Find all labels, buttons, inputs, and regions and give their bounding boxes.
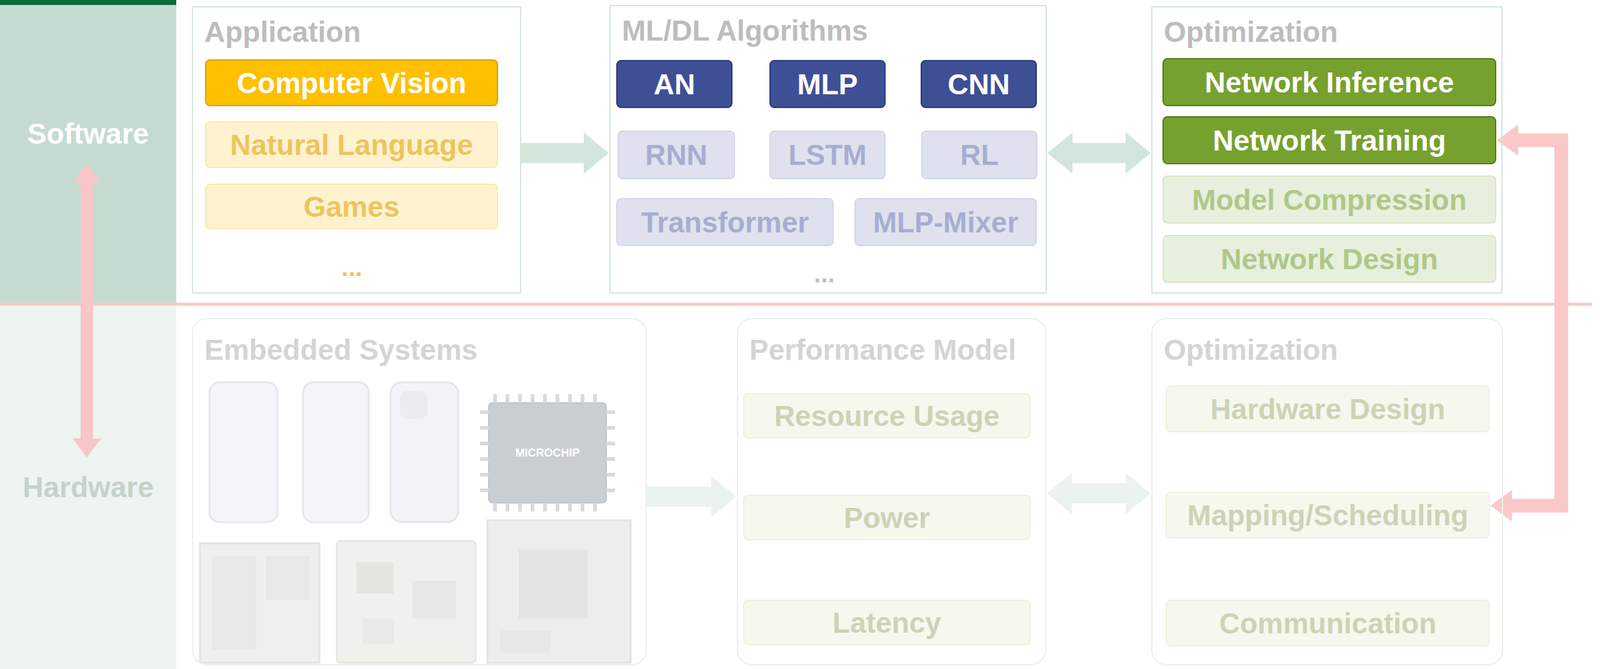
box-label: Network Design: [1220, 243, 1439, 275]
camera-block: [400, 391, 428, 419]
box-label: Network Inference: [1205, 66, 1455, 99]
box-label: MLP-Mixer: [873, 206, 1019, 239]
panel-title: Performance Model: [749, 334, 1017, 366]
flow-arrow: [521, 143, 585, 164]
flow-arrow: [1071, 143, 1127, 164]
process-box: Latency: [743, 600, 1031, 646]
process-box: MLP: [769, 60, 886, 109]
group-panel: Computer VisionNatural LanguageGames Appl…: [191, 6, 522, 294]
group-panel: Embedded Systems: [191, 318, 647, 666]
flow-arrow: [646, 486, 712, 507]
flow-arrow: [80, 181, 94, 440]
phone-picture: [209, 382, 278, 523]
panel-title: ML/DL Algorithms: [621, 15, 869, 47]
process-box: Network Training: [1162, 116, 1497, 165]
group-panel: Hardware DesignMapping/SchedulingCommuni…: [1151, 318, 1504, 666]
board-picture: [487, 520, 631, 664]
process-box: Hardware Design: [1165, 385, 1490, 433]
process-box: LSTM: [769, 130, 886, 180]
process-box: Power: [743, 495, 1031, 541]
process-box: Network Inference: [1162, 58, 1497, 107]
process-box: RL: [921, 130, 1038, 180]
phone-picture: [390, 382, 459, 523]
box-label: Network Training: [1212, 125, 1446, 157]
box-label: Games: [303, 191, 400, 223]
device-pictures: [200, 382, 631, 664]
process-box: Natural Language: [205, 121, 499, 169]
panel-title: Optimization: [1163, 334, 1339, 366]
process-box: MLP-Mixer: [854, 198, 1037, 247]
box-label: RNN: [645, 139, 708, 171]
process-box: CNN: [920, 60, 1037, 109]
box-label: Communication: [1219, 608, 1437, 640]
box-label: Resource Usage: [774, 400, 1000, 432]
box-label: CNN: [947, 68, 1010, 100]
flow-arrow: [1511, 140, 1562, 507]
box-label: RL: [960, 139, 999, 171]
chip-picture: [480, 394, 615, 512]
process-box: Network Design: [1162, 235, 1497, 284]
process-box: Resource Usage: [743, 393, 1031, 439]
panel-title: Embedded Systems: [204, 334, 478, 366]
process-box: Mapping/Scheduling: [1165, 491, 1490, 539]
process-box: RNN: [617, 130, 735, 180]
box-label: Power: [843, 502, 930, 534]
process-box: AN: [616, 60, 733, 109]
process-box: Communication: [1165, 600, 1490, 647]
box-label: Hardware Design: [1210, 393, 1446, 425]
group-panel: AN MLP CNN RNN LSTM RL Transformer MLP-Mixer ML/…: [609, 5, 1047, 294]
chip-marking: MICROCHIP: [515, 446, 580, 460]
process-box: Transformer: [616, 198, 834, 247]
board-picture: [200, 543, 320, 664]
ellipsis: ...: [813, 260, 835, 288]
box-label: Mapping/Scheduling: [1187, 500, 1469, 532]
box-label: Model Compression: [1191, 184, 1467, 216]
group-panel: Resource UsagePowerLatency Performance Mo…: [736, 318, 1047, 666]
box-label: Natural Language: [230, 129, 474, 161]
process-box: Model Compression: [1162, 175, 1497, 224]
group-panel: Network InferenceNetwork TrainingModel C…: [1151, 6, 1503, 294]
box-label: AN: [653, 68, 695, 100]
process-box: Games: [205, 183, 499, 230]
box-label: Computer Vision: [236, 67, 467, 99]
top-bar: [0, 0, 177, 5]
side-band: Software: [0, 0, 177, 305]
panel-title: Optimization: [1163, 16, 1339, 48]
band-label: Software: [0, 118, 177, 150]
phone-picture: [303, 382, 369, 523]
ellipsis: ...: [341, 253, 362, 282]
board-picture: [336, 541, 476, 664]
box-label: MLP: [796, 68, 858, 100]
box-label: Transformer: [641, 206, 809, 239]
panel-title: Application: [204, 16, 361, 48]
process-box: Computer Vision: [205, 59, 499, 107]
box-label: Latency: [832, 607, 942, 639]
flow-arrow: [1071, 483, 1127, 504]
divider-line: [0, 303, 1592, 307]
side-band: Hardware: [0, 304, 177, 669]
box-label: LSTM: [788, 139, 867, 171]
band-label: Hardware: [0, 471, 177, 504]
